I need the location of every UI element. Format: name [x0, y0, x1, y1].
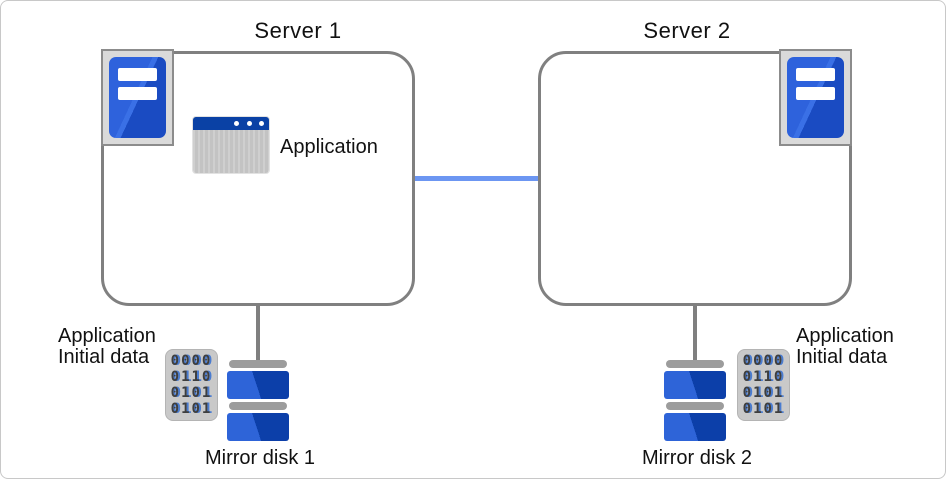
mirror-disk1-icon-body: [227, 371, 289, 399]
initial-data-line1: Application: [796, 325, 894, 347]
tower-chassis: [787, 57, 844, 138]
mirror-disk1-icon-body: [227, 413, 289, 441]
mirror-disk2-icon-cap: [666, 360, 724, 368]
binary-row: 0101: [742, 401, 785, 417]
application-window-icon: [193, 117, 269, 173]
binary-row: 0110: [742, 369, 785, 385]
mirror-disk2-icon-body: [664, 371, 726, 399]
window-button-dot: [234, 121, 240, 126]
binary-data-icon-left: 0000 0110 0101 0101: [165, 349, 218, 421]
initial-data-label-right: Application Initial data: [796, 326, 894, 368]
binary-row: 0101: [742, 385, 785, 401]
server-link-line: [414, 176, 540, 181]
initial-data-label-left: Application Initial data: [58, 326, 156, 368]
initial-data-line2: Initial data: [796, 346, 888, 368]
binary-row: 0101: [170, 401, 213, 417]
application-label: Application: [280, 136, 378, 158]
mirror-disk1-label: Mirror disk 1: [204, 447, 315, 469]
binary-row: 0000: [742, 353, 785, 369]
server1-tower-server-icon: [101, 49, 174, 146]
initial-data-line2: Initial data: [58, 346, 150, 368]
binary-row: 0000: [170, 353, 213, 369]
tower-chassis: [109, 57, 166, 138]
mirror-disk2-icon-cap: [666, 402, 724, 410]
disk1-connector-line: [256, 304, 260, 363]
tower-drive-slot: [796, 87, 835, 100]
initial-data-line1: Application: [58, 325, 156, 347]
window-button-dot: [246, 121, 252, 126]
server2-tower-server-icon: [779, 49, 852, 146]
server2-title: Server 2: [643, 18, 731, 43]
tower-drive-slot: [118, 87, 157, 100]
binary-row: 0110: [170, 369, 213, 385]
disk2-connector-line: [693, 304, 697, 363]
window-button-dot: [259, 121, 264, 126]
mirror-disk2-icon-body: [664, 413, 726, 441]
tower-drive-slot: [796, 68, 835, 81]
tower-drive-slot: [118, 68, 157, 81]
binary-row: 0101: [170, 385, 213, 401]
window-titlebar: [193, 117, 269, 130]
mirror-disk1-icon-cap: [229, 360, 287, 368]
server1-title: Server 1: [254, 18, 342, 43]
mirror-disk2-label: Mirror disk 2: [641, 447, 752, 469]
mirror-disk1-icon-cap: [229, 402, 287, 410]
binary-data-icon-right: 0000 0110 0101 0101: [737, 349, 790, 421]
